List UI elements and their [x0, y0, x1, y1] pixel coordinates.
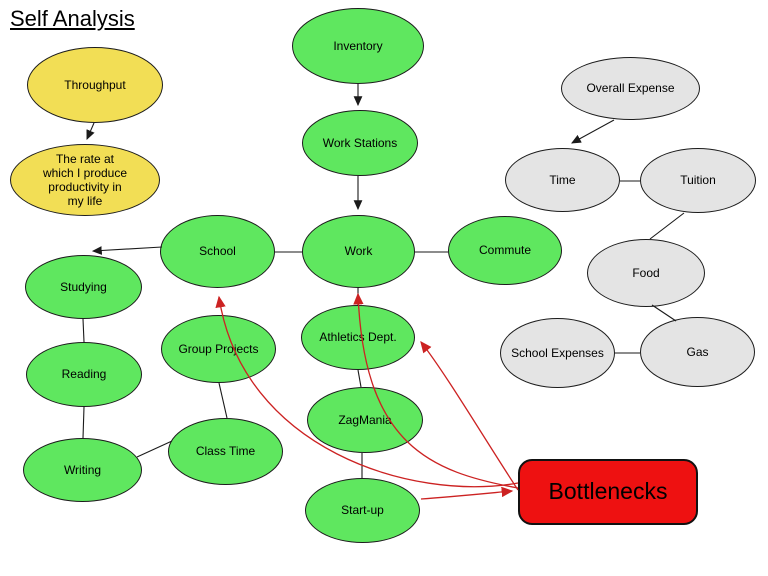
edge-group-projects-class-time — [218, 382, 228, 419]
node-label-throughput: Throughput — [64, 77, 126, 92]
node-tuition: Tuition — [640, 148, 756, 213]
node-label-tuition: Tuition — [680, 173, 716, 188]
node-label-food: Food — [632, 265, 660, 280]
node-gas: Gas — [640, 317, 755, 387]
edge-reading-writing — [82, 406, 85, 439]
node-group-projects: Group Projects — [161, 315, 276, 383]
node-class-time: Class Time — [168, 418, 283, 485]
node-label-time: Time — [549, 172, 576, 187]
node-label-rate: The rate at which I produce productivity… — [42, 151, 128, 209]
node-label-athletics-dept: Athletics Dept. — [319, 330, 397, 345]
node-label-class-time: Class Time — [195, 444, 256, 459]
arrow-overall-expense-time — [571, 119, 615, 144]
node-start-up: Start-up — [305, 478, 420, 543]
node-label-studying: Studying — [60, 279, 107, 294]
edge-studying-reading — [82, 318, 85, 343]
node-label-bottlenecks: Bottlenecks — [548, 478, 668, 505]
node-throughput: Throughput — [27, 47, 163, 123]
node-bottlenecks: Bottlenecks — [518, 459, 698, 525]
node-writing: Writing — [23, 438, 142, 502]
arrow-startup-bottlenecks — [420, 486, 514, 500]
edge-writing-class-time — [136, 440, 173, 458]
arrow-school-studying — [91, 246, 163, 255]
node-work-stations: Work Stations — [302, 110, 418, 176]
edge-tuition-food — [649, 212, 685, 240]
node-reading: Reading — [26, 342, 142, 407]
node-label-zagmania: ZagMania — [338, 412, 392, 427]
node-inventory: Inventory — [292, 8, 424, 84]
node-work: Work — [302, 215, 415, 288]
node-rate: The rate at which I produce productivity… — [10, 144, 160, 216]
node-label-reading: Reading — [61, 367, 107, 382]
node-label-inventory: Inventory — [333, 38, 383, 53]
node-school-expenses: School Expenses — [500, 318, 615, 388]
edge-food-gas — [651, 304, 677, 322]
node-label-group-projects: Group Projects — [178, 341, 259, 356]
node-time: Time — [505, 148, 620, 212]
node-commute: Commute — [448, 216, 562, 285]
node-label-school: School — [199, 244, 236, 259]
node-zagmania: ZagMania — [307, 387, 423, 453]
node-label-work: Work — [344, 244, 373, 259]
arrow-throughput-rate — [86, 122, 95, 141]
edge-athletics-zagmania — [357, 369, 362, 388]
page-title: Self Analysis — [10, 6, 135, 31]
node-label-work-stations: Work Stations — [322, 135, 398, 150]
node-overall-expense: Overall Expense — [561, 57, 700, 120]
node-school: School — [160, 215, 275, 288]
node-label-start-up: Start-up — [341, 503, 384, 518]
node-food: Food — [587, 239, 705, 307]
node-label-commute: Commute — [478, 243, 531, 258]
node-label-overall-expense: Overall Expense — [586, 81, 675, 96]
node-label-gas: Gas — [686, 344, 709, 359]
node-athletics-dept: Athletics Dept. — [301, 305, 415, 370]
node-studying: Studying — [25, 255, 142, 319]
node-label-school-expenses: School Expenses — [511, 345, 604, 360]
node-label-writing: Writing — [63, 462, 102, 477]
